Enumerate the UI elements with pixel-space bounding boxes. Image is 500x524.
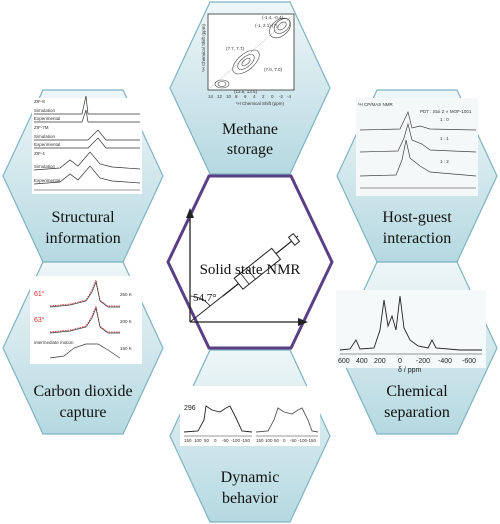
- methane-caption-line-2: storage: [227, 141, 273, 158]
- chemsep-tick: 600: [338, 358, 350, 365]
- hostguest-ratio: 1 : 1: [440, 136, 449, 141]
- co2-temp-label: 150 K: [120, 346, 132, 351]
- methane-contour-plot: (-1.4, -0.4) (-1, 2.1) (?) (7.7, 7.7) (7…: [201, 13, 295, 106]
- dynamic-tick: 0: [214, 438, 217, 443]
- co2-angle-label: 63°: [34, 316, 45, 324]
- structural-label: Experimental: [34, 142, 60, 147]
- chemsep-caption-line-1: Chemical: [386, 383, 448, 400]
- methane-tick: 2: [262, 94, 265, 99]
- methane-tick: 4: [253, 94, 256, 99]
- hex-carbon-dioxide-capture: 61° 63° 250 K 200 K 150 K intermediate m…: [2, 261, 164, 435]
- dynamic-tick: -50: [290, 438, 297, 443]
- methane-tick: 8: [235, 94, 238, 99]
- structural-label: Simulation: [34, 134, 56, 139]
- structural-label: Simulation: [34, 164, 56, 169]
- chemsep-tick: 400: [356, 358, 368, 365]
- methane-tick: 10: [226, 94, 232, 99]
- methane-annotation-3: (7.7, 7.7): [226, 46, 245, 51]
- structural-label: ZIF-8: [34, 99, 45, 104]
- hostguest-spectra: ¹H CP/MAS NMR PDT : Stoi 2 ∝ MOF-1001 1 …: [356, 98, 478, 196]
- dynamic-caption-line-1: Dynamic: [221, 469, 280, 486]
- dynamic-tick: 0: [283, 438, 286, 443]
- methane-x-axis-label: ¹H Chemical Shift (ppm): [236, 101, 285, 106]
- methane-tick: 14: [208, 94, 214, 99]
- structural-spectra-stack: ZIF-8 Simulation Experimental ZIF-7M Sim…: [32, 95, 142, 194]
- center-label: Solid state NMR: [200, 262, 301, 278]
- dynamic-tick: 150: [184, 438, 192, 443]
- rotor-icon: [222, 232, 301, 297]
- dynamic-tick: -100: [231, 438, 241, 443]
- structural-caption-line-2: information: [45, 230, 121, 247]
- hostguest-legend: PDT : Stoi 2 ∝ MOF-1001: [420, 109, 472, 114]
- chemsep-tick: 0: [398, 358, 402, 365]
- methane-tick: -2: [279, 94, 283, 99]
- hex-methane-storage: (-1.4, -0.4) (-1, 2.1) (?) (7.7, 7.7) (7…: [169, 1, 331, 175]
- methane-caption-line-1: Methane: [222, 121, 278, 138]
- dynamic-tick: 50: [274, 438, 280, 443]
- hex-structural-information: ZIF-8 Simulation Experimental ZIF-7M Sim…: [2, 89, 164, 263]
- methane-tick: 0: [271, 94, 274, 99]
- co2-caption-line-2: capture: [59, 404, 106, 421]
- chemsep-caption-line-2: separation: [384, 404, 450, 421]
- co2-temp-label: 200 K: [120, 319, 132, 324]
- hostguest-ratio: 1 : 2: [440, 159, 449, 164]
- dynamic-tick: 100: [194, 438, 202, 443]
- magic-angle-label: 54.7°: [193, 292, 217, 304]
- structural-label: ZIF-7M: [34, 125, 49, 130]
- structural-label: Experimental: [34, 116, 60, 121]
- hex-host-guest-interaction: ¹H CP/MAS NMR PDT : Stoi 2 ∝ MOF-1001 1 …: [336, 89, 498, 263]
- dynamic-tick: -150: [241, 438, 251, 443]
- methane-annotation-2: (-1, 2.1) (?): [255, 23, 278, 28]
- dynamic-spectra: 296 150 100 50 0 -50 -100 -150 150 100 5…: [180, 386, 320, 446]
- dynamic-temp-label: 296: [184, 405, 196, 412]
- methane-tick: -4: [287, 94, 291, 99]
- methane-annotation-4: (7.0, 7.0): [264, 67, 283, 72]
- structural-label: ZIF-4: [34, 151, 45, 156]
- methane-x-ticks: 14 12 10 8 6 4 2 0 -2 -4: [208, 94, 291, 99]
- chemsep-spectrum: 600 400 200 0 -200 -400 -600 δ / ppm: [336, 290, 486, 374]
- hex-dynamic-behavior: 296 150 100 50 0 -50 -100 -150 150 100 5…: [169, 349, 331, 523]
- methane-annotation-5: (13.5, 13.5): [234, 89, 258, 94]
- structural-label: Simulation: [34, 108, 56, 113]
- dynamic-tick: 100: [265, 438, 273, 443]
- dynamic-tick: -50: [222, 438, 229, 443]
- dynamic-caption-line-2: behavior: [222, 490, 279, 507]
- structural-caption-line-1: Structural: [51, 209, 115, 226]
- methane-tick: 6: [244, 94, 247, 99]
- hex-center-solid-state-nmr: Solid state NMR 54.7°: [166, 174, 334, 350]
- dynamic-tick: -150: [307, 438, 317, 443]
- co2-spectra: 61° 63° 250 K 200 K 150 K intermediate m…: [30, 276, 142, 364]
- hostguest-ratio: 1 : 0: [440, 117, 449, 122]
- chemsep-xlabel: δ / ppm: [398, 367, 422, 374]
- dynamic-tick: -100: [298, 438, 308, 443]
- chemsep-tick: -200: [416, 358, 430, 365]
- methane-y-axis-label: ¹H Chemical Shift (ppm): [201, 23, 206, 72]
- methane-annotation-1: (-1.4, -0.4): [262, 15, 284, 20]
- chemsep-tick: -400: [438, 358, 452, 365]
- co2-caption-line-1: Carbon dioxide: [33, 383, 132, 400]
- co2-angle-label: 61°: [34, 290, 45, 298]
- hex-chemical-separation: 600 400 200 0 -200 -400 -600 δ / ppm Che…: [336, 261, 498, 435]
- co2-low-label: intermediate motion: [34, 340, 74, 345]
- methane-tick: 12: [217, 94, 223, 99]
- dynamic-tick: 50: [204, 438, 210, 443]
- hostguest-title: ¹H CP/MAS NMR: [358, 102, 394, 107]
- chemsep-tick: 200: [374, 358, 386, 365]
- hostguest-caption-line-2: interaction: [383, 230, 451, 247]
- chemsep-tick: -600: [462, 358, 476, 365]
- hostguest-caption-line-1: Host-guest: [382, 209, 452, 226]
- structural-label: Experimental: [34, 178, 60, 183]
- co2-temp-label: 250 K: [120, 292, 132, 297]
- dynamic-tick: 150: [256, 438, 264, 443]
